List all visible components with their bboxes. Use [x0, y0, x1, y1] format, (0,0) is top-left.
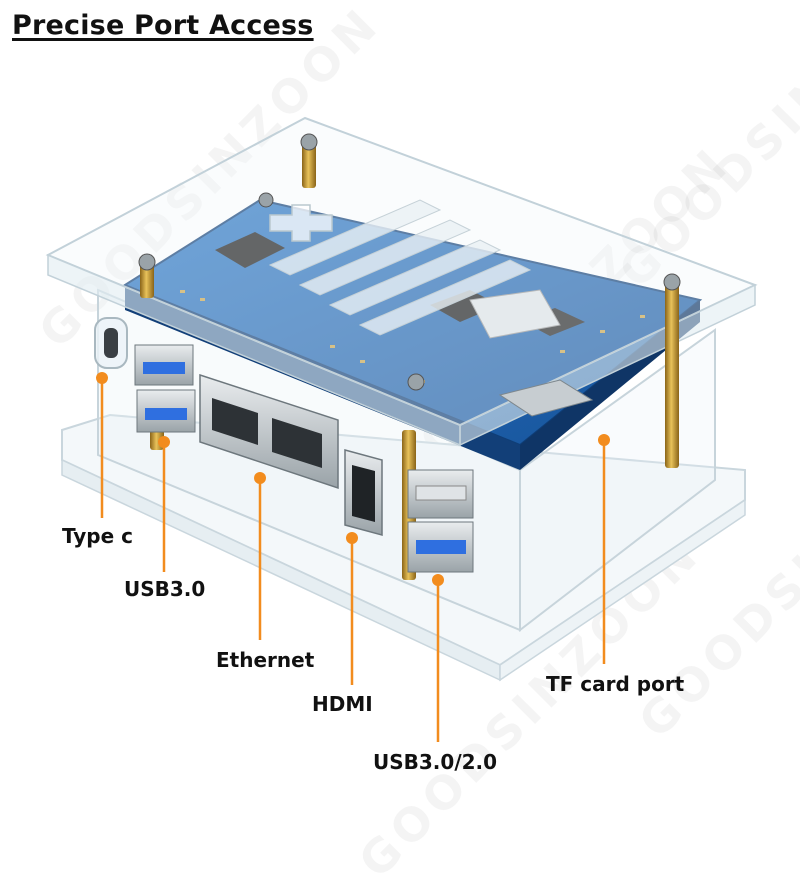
- acrylic-case-illustration: [45, 116, 758, 742]
- callout-lines: [96, 372, 610, 742]
- tf-card-slot: [498, 379, 594, 417]
- callout-type-c-label: Type c: [62, 524, 134, 548]
- usb30-20-ports: [407, 469, 474, 573]
- usb30-ports: [134, 344, 196, 433]
- callout-ethernet-label: Ethernet: [216, 648, 315, 672]
- page-title: Precise Port Access: [12, 10, 314, 41]
- product-photo: GOODSINZOON GOODSINZOON GOODSINZOON GOOD…: [12, 0, 800, 888]
- hdmi-port: [344, 449, 383, 536]
- ethernet-ports: [199, 373, 339, 490]
- type-c-port: [94, 317, 128, 369]
- callout-tf-card-label: TF card port: [546, 672, 685, 696]
- callout-usb30-label: USB3.0: [124, 577, 206, 601]
- callout-usb30-20-label: USB3.0/2.0: [373, 750, 498, 774]
- callout-hdmi-label: HDMI: [312, 692, 373, 716]
